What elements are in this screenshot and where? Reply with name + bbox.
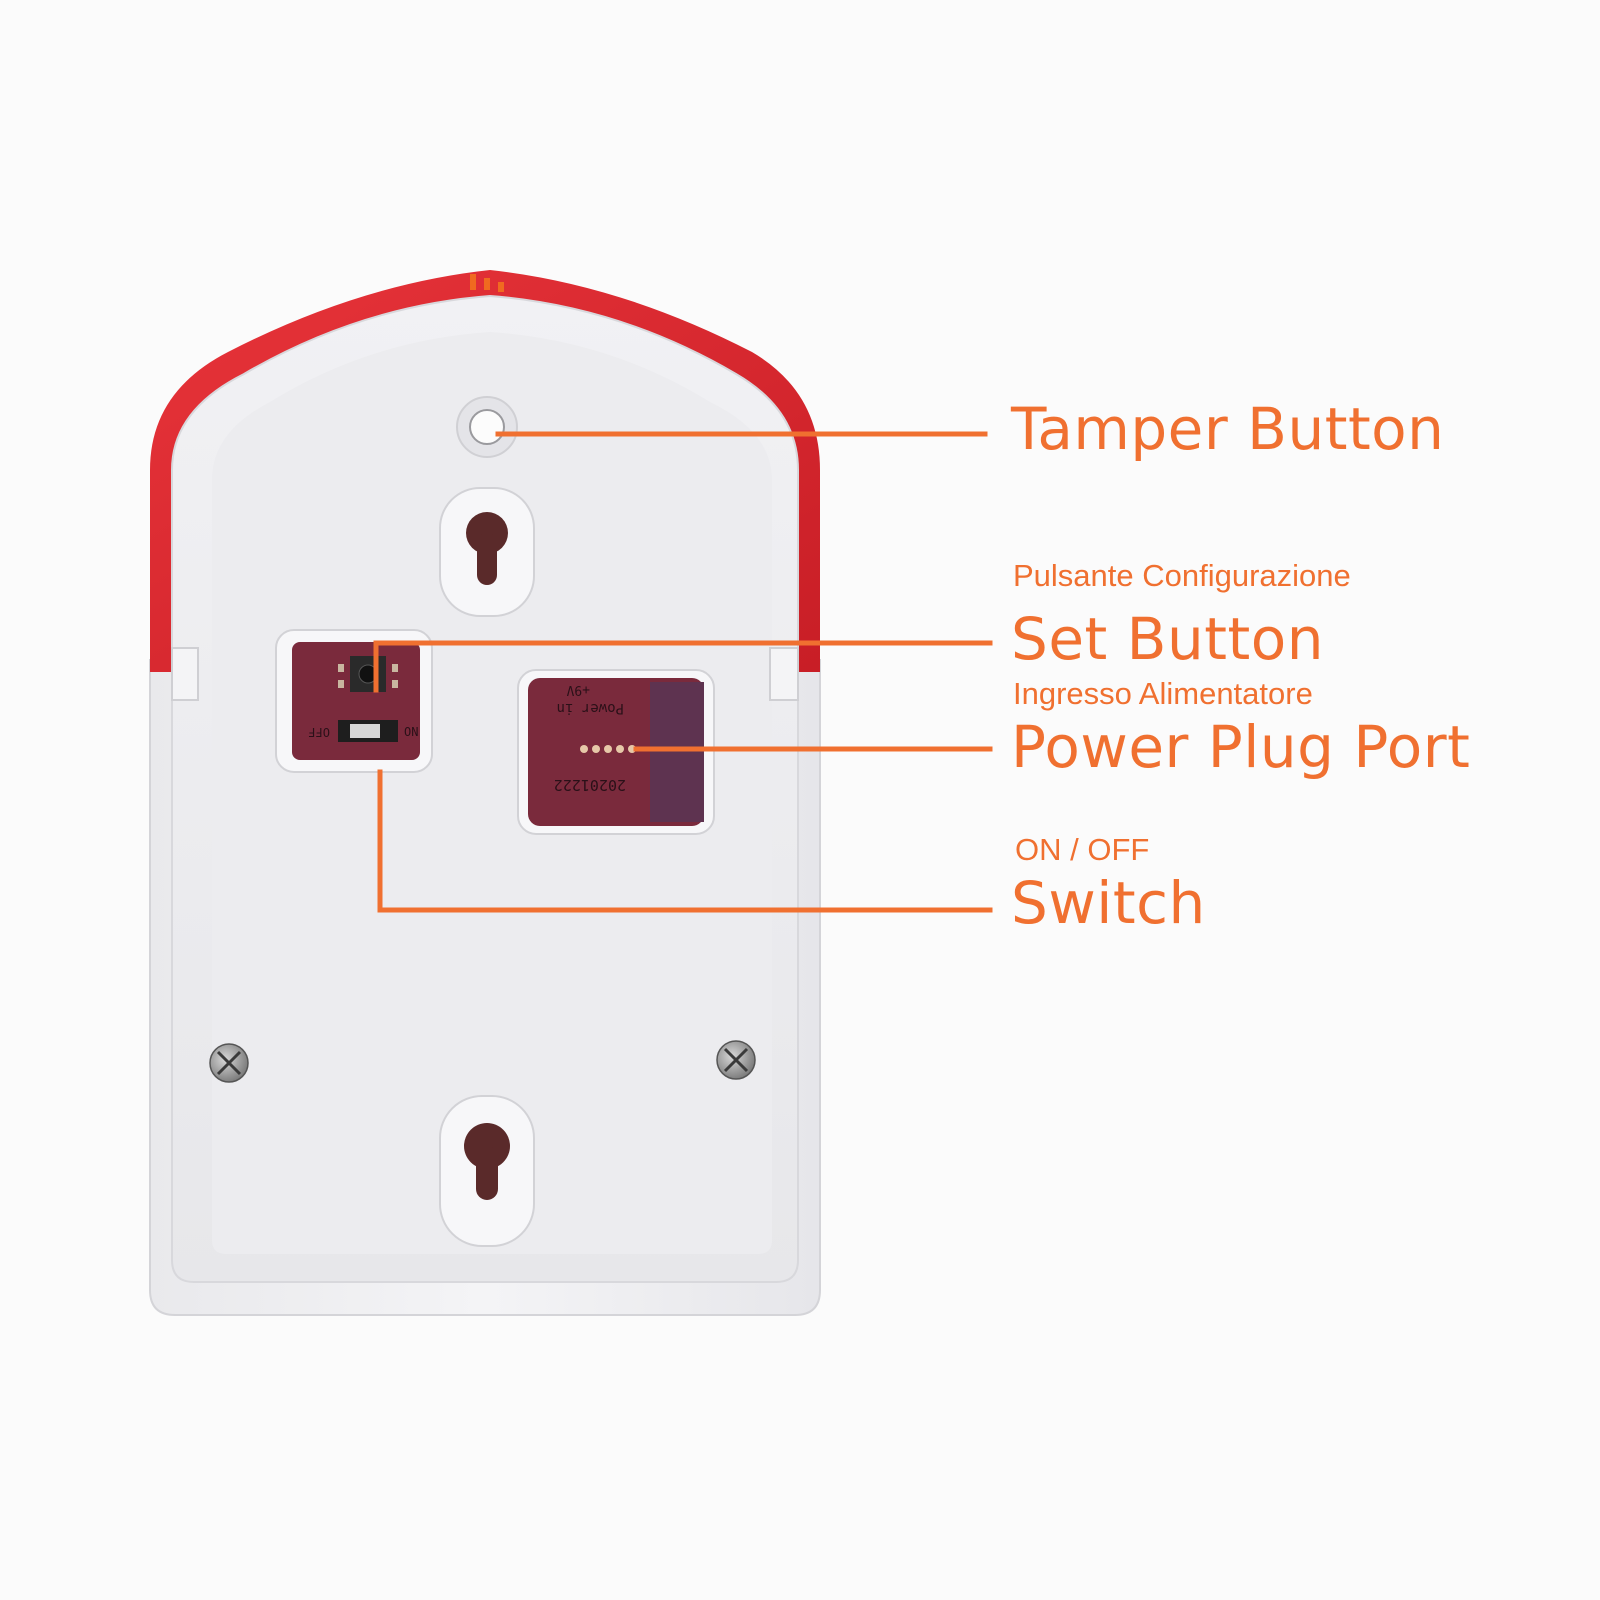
switch-italian-label: ON / OFF (1015, 832, 1150, 867)
switch-label: Switch (1011, 869, 1206, 937)
tamper-button-icon[interactable] (456, 396, 518, 458)
keyhole-icon (439, 1095, 535, 1247)
callout-lines (373, 431, 993, 913)
callout-set (373, 640, 993, 693)
set-button-italian-label: Pulsante Configurazione (1013, 558, 1351, 593)
power-port-italian-label: Ingresso Alimentatore (1013, 676, 1313, 711)
notch-left (171, 647, 199, 701)
tact-switch-icon[interactable] (350, 656, 386, 692)
switch-on-text: ON (404, 725, 418, 739)
date-code-text: 20201222 (554, 776, 626, 794)
pcb-right: Power in +9V 20201222 (517, 669, 715, 835)
keyhole-icon (439, 487, 535, 617)
callout-switch (377, 769, 993, 913)
tamper-button-label: Tamper Button (1011, 395, 1445, 463)
face-inner (212, 332, 772, 1254)
switch-off-text: OFF (308, 725, 330, 739)
slide-switch-icon[interactable] (338, 720, 398, 742)
screw-icon (716, 1040, 756, 1080)
notch-right (769, 647, 799, 701)
power-port-label: Power Plug Port (1011, 713, 1471, 781)
power-in-text: Power in (557, 700, 624, 716)
screw-icon (209, 1043, 249, 1083)
set-button-label: Set Button (1011, 605, 1324, 673)
power-9v-text: +9V (566, 682, 590, 697)
pcb-left: OFF ON (275, 629, 433, 773)
